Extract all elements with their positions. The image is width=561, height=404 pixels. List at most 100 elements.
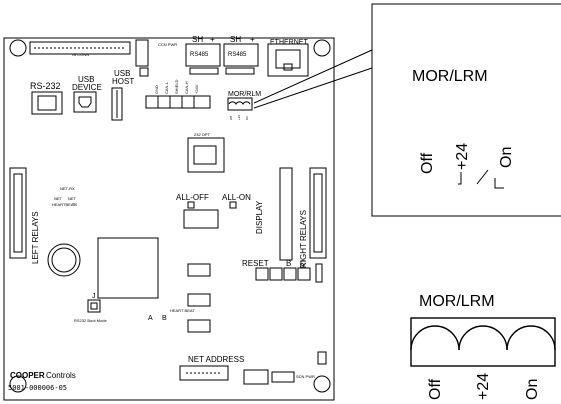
callout-top-text: MOR/LRM Off +24 On: [412, 68, 515, 174]
can-pin-can-l: CAN-L: [164, 81, 169, 94]
reset-button: [255, 267, 269, 281]
board-labels: TB CONN CCN PWR SH + SH + RS485 RS485 ET…: [8, 35, 315, 392]
callout-top-frame: [371, 3, 561, 217]
callout-leader-upper: [253, 49, 373, 104]
a-label: A: [148, 315, 153, 322]
b-button: [269, 267, 283, 281]
usb-host-label-1: USB: [114, 69, 130, 78]
ccn-pwr-label: CCN PWR: [158, 42, 177, 47]
can-pin-shield: SHIELD: [174, 79, 179, 94]
contact-right-lead: [494, 178, 504, 189]
mount-hole-bottom-left: [9, 375, 27, 393]
mor-rlm-board-label: MOR/RLM: [228, 91, 261, 98]
left-relays-block: [9, 167, 27, 259]
callout-bottom-on: On: [524, 379, 541, 400]
brand-suffix: Controls: [46, 371, 76, 380]
usb-device-port: [73, 91, 97, 113]
rs232-connector: [31, 91, 63, 115]
left-relays-label: LEFT RELAYS: [31, 211, 40, 264]
can-pin-24v: +24V: [194, 84, 199, 94]
sh-right-label: SH: [230, 35, 241, 44]
relay-led-2: [187, 293, 211, 307]
mor-rlm-board-connector: [227, 97, 253, 111]
mor-pin-24: +24: [237, 115, 241, 120]
c-button: [283, 267, 297, 281]
part-number: 5001-000006-05: [8, 384, 67, 392]
boot-jumper: [87, 299, 101, 313]
b-button-label: B: [286, 259, 291, 268]
can-terminal-block: [145, 95, 211, 109]
callout-bottom-off: Off: [427, 378, 444, 400]
display-connector: [279, 167, 293, 261]
plus-left-label: +: [210, 35, 215, 44]
b-label: B: [162, 315, 167, 322]
net-label: NET: [54, 196, 63, 201]
rs232-label: RS-232: [30, 81, 61, 91]
display-label: DISPLAY: [255, 200, 264, 234]
net2-label: NET: [68, 196, 77, 201]
right-relays-block: [309, 167, 327, 259]
relay-led-3: [187, 319, 211, 333]
right-relays-label: RIGHT RELAYS: [299, 210, 308, 268]
c-button-label: C: [300, 259, 306, 268]
mor-pin-off: Off: [229, 116, 233, 120]
callout-bottom-text: MOR/LRM Off +24 On: [419, 293, 541, 400]
terminal-block-outline: [410, 317, 556, 367]
ethernet-jack: [267, 43, 309, 77]
mount-hole-bottom-right: [313, 375, 331, 393]
battery-cell: [47, 243, 81, 277]
mount-hole-top-left: [9, 39, 27, 57]
net-rx-label: NET-RX: [60, 186, 75, 191]
heartbeat-label: HEARTBEAT: [52, 202, 76, 207]
terminal-arc-2: [458, 325, 508, 351]
heartbeat-led-label: HEART BEAT: [170, 308, 195, 313]
rs485-right-connector: [223, 43, 259, 67]
callout-bottom-title: MOR/LRM: [419, 293, 495, 310]
callout-top-plus24: +24: [454, 143, 471, 170]
all-off-label: ALL-OFF: [176, 193, 209, 202]
jumper-label: J: [92, 293, 96, 300]
ethernet-label: ETHERNET: [270, 39, 308, 46]
relay-led-1: [187, 263, 211, 277]
boot-mode-label: RS232 Boot Mode: [74, 318, 107, 323]
tb-conn-label: TB CONN: [71, 52, 89, 57]
rs485-right-label: RS485: [228, 52, 247, 58]
extra-button: [297, 267, 311, 281]
contact-left-lead: [458, 172, 462, 185]
ccn-pwr-connector: [135, 39, 149, 67]
mor-pin-on: On: [245, 116, 249, 120]
callout-top-title: MOR/LRM: [412, 68, 488, 85]
tb-conn-header: [29, 41, 131, 55]
relay-switch: [183, 209, 219, 229]
circuit-board: [3, 37, 335, 401]
tx-label: TX: [72, 202, 77, 207]
callout-bottom-plus24: +24: [475, 373, 492, 400]
net-address-switch: [179, 365, 229, 381]
rs485-left-label: RS485: [190, 52, 209, 58]
usb-host-label-2: HOST: [112, 77, 134, 86]
callout-top-off: Off: [419, 152, 436, 174]
usb-host-port: [111, 87, 123, 121]
reset-label: RESET: [242, 259, 269, 268]
usb-device-label-1: USB: [78, 75, 94, 84]
brand-logo: COOPER: [10, 371, 45, 380]
sh-left-label: SH: [192, 35, 203, 44]
232-opt-connector: [187, 137, 225, 173]
terminal-arc-1: [410, 325, 460, 351]
callout-leader-lower: [253, 67, 373, 109]
mount-hole-top-right: [313, 39, 331, 57]
plus-right-label: +: [250, 35, 255, 44]
contact-switch: [476, 169, 489, 185]
usb-device-label-2: DEVICE: [72, 83, 102, 92]
callout-top: [253, 3, 561, 217]
callout-top-on: On: [498, 147, 515, 168]
scn-pwr-label: SCN PWR: [296, 374, 315, 379]
rs485-left-connector: [185, 43, 221, 67]
232-opt-label: 232 OPT: [194, 132, 211, 137]
board-outline: [3, 37, 335, 401]
net-address-label: NET ADDRESS: [188, 355, 244, 364]
can-pin-can-h: CAN-H: [184, 81, 189, 94]
processor-chip: [97, 237, 159, 299]
can-pin-gnd: GND: [154, 85, 159, 94]
